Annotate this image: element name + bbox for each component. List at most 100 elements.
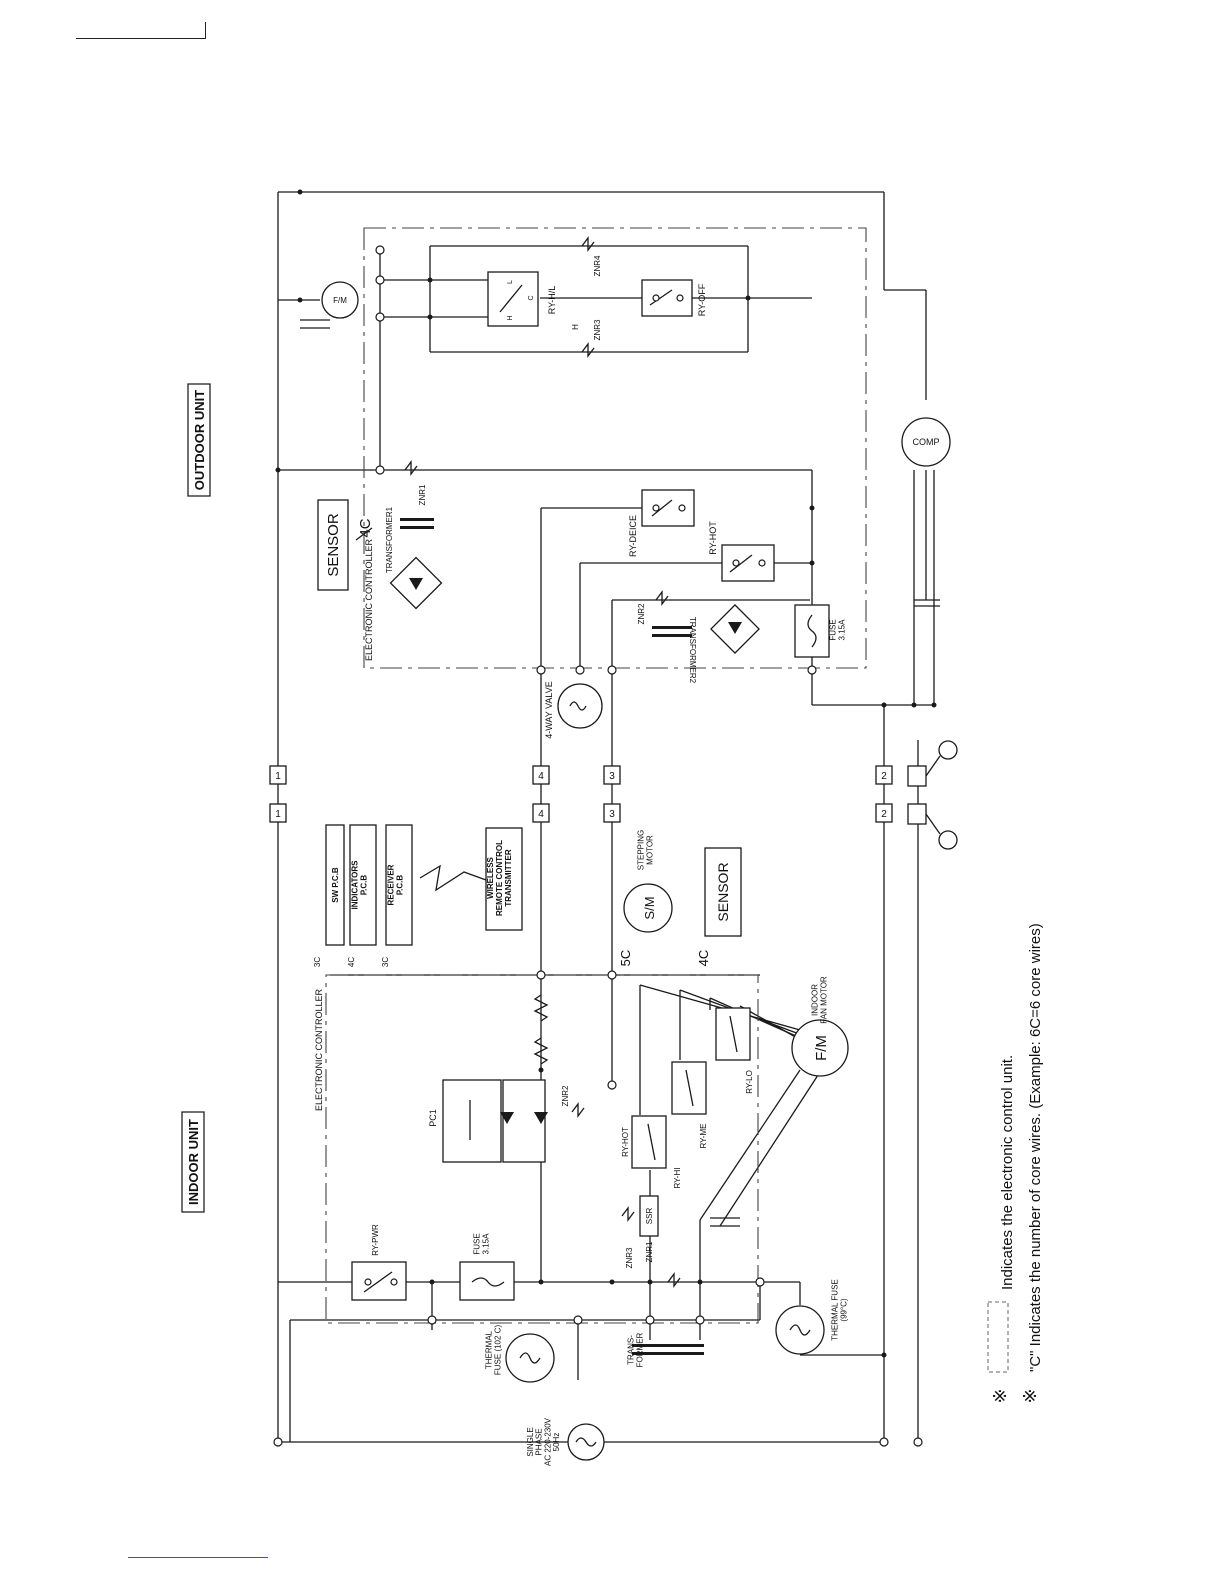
stepping-motor: S/M	[623, 883, 673, 933]
outdoor-unit-title: OUTDOOR UNIT	[187, 383, 211, 497]
svg-text:1: 1	[275, 809, 281, 820]
indoor-sensor: SENSOR	[704, 847, 742, 937]
cores-4c-b: 4C	[696, 950, 711, 967]
ac-power-label: SINGLEPHASEAC 220-230V50Hz	[526, 1417, 561, 1466]
relay-ry-me-label: RY-ME	[699, 1124, 708, 1149]
relay-ry-off-label: RY-OFF	[697, 283, 707, 316]
znr1-outdoor-label: ZNR1	[418, 484, 427, 505]
svg-text:2: 2	[881, 771, 887, 782]
note-1: ※ Indicates the electronic control unit.	[987, 1055, 1016, 1404]
wireless-transmitter: WIRELESSREMOTE CONTROLTRANSMITTER	[419, 827, 523, 931]
znr3-indoor-label: ZNR3	[625, 1247, 634, 1268]
thermal-fuse-102	[505, 1333, 555, 1383]
svg-text:SSR: SSR	[645, 1208, 654, 1225]
terminal-block-2: 2 2	[875, 765, 893, 823]
pc1-optocoupler	[442, 1079, 548, 1163]
relay-ry-pwr	[351, 1261, 407, 1301]
indoor-transformer	[632, 1344, 704, 1355]
znr4-outdoor	[581, 236, 595, 252]
relay-ry-hot-outdoor	[721, 544, 775, 582]
svg-text:4: 4	[538, 809, 544, 820]
terminal-block-3: 3 3	[603, 765, 621, 823]
svg-text:F/M: F/M	[333, 296, 347, 305]
stepping-motor-label: STEPPINGMOTOR	[637, 830, 655, 870]
fuse-indoor	[459, 1261, 515, 1301]
relay-ry-deice-label: RY-DEICE	[628, 515, 638, 557]
znr1-indoor-label: ZNR1	[645, 1241, 654, 1262]
svg-text:COMP: COMP	[913, 437, 940, 447]
ssr: SSR	[621, 1195, 659, 1237]
relay-ry-hot-outdoor-label: RY-HOT	[708, 521, 718, 555]
svg-text:2: 2	[881, 809, 887, 820]
svg-text:OUTDOOR UNIT: OUTDOOR UNIT	[192, 390, 207, 490]
svg-text:RECEIVERP.C.B: RECEIVERP.C.B	[387, 864, 405, 905]
outdoor-fan-motor: F/M	[300, 281, 359, 329]
svg-text:3: 3	[609, 809, 615, 820]
relay-ry-off	[641, 279, 693, 317]
cores-4c-a: 4C	[347, 957, 356, 967]
svg-text:SENSOR: SENSOR	[715, 862, 731, 921]
pc1-label: PC1	[428, 1109, 438, 1127]
indoor-unit-title: INDOOR UNIT	[181, 1111, 205, 1213]
terminal-block-4: 4 4	[532, 765, 550, 823]
relay-ry-hl: H	[487, 271, 580, 330]
control-unit-boundaries	[325, 227, 867, 1324]
outdoor-controller-label: ELECTRONIC CONTROLLER	[364, 538, 374, 661]
relay-ry-hot-indoor	[631, 1115, 667, 1169]
relay-h-label: H	[507, 315, 514, 320]
svg-text:INDICATORSP.C.B: INDICATORSP.C.B	[351, 860, 369, 910]
svg-text:SENSOR: SENSOR	[325, 513, 342, 577]
four-way-valve-label: 4-WAY VALVE	[544, 681, 554, 739]
znr2-outdoor-label: ZNR2	[637, 603, 646, 624]
relay-ry-deice	[641, 489, 695, 527]
relay-l-label: L	[507, 280, 514, 284]
svg-text:WIRELESSREMOTE CONTROLTRANSMIT: WIRELESSREMOTE CONTROLTRANSMITTER	[486, 840, 513, 916]
cores-5c: 5C	[618, 950, 633, 967]
receiver-pcb: RECEIVERP.C.B	[385, 824, 413, 946]
znr1-indoor	[667, 1272, 681, 1288]
svg-text:H: H	[571, 324, 580, 330]
compressor: COMP	[901, 417, 951, 607]
cores-3c-b: 3C	[381, 957, 390, 967]
svg-text:1: 1	[275, 771, 281, 782]
svg-text:Indicates the electronic contr: Indicates the electronic control unit.	[999, 1055, 1016, 1290]
transformer1	[389, 518, 443, 610]
relay-c-label: C	[528, 295, 535, 300]
indoor-fan-motor: F/M	[710, 1019, 849, 1227]
transformer2	[652, 604, 760, 654]
indicators-pcb: INDICATORSP.C.B	[349, 824, 377, 946]
znr3-outdoor-label: ZNR3	[593, 319, 602, 340]
thermal-fuse-99-label: THERMAL FUSE(99°C)	[831, 1279, 849, 1341]
relay-ry-me	[671, 1061, 707, 1115]
ac-power-source	[273, 1423, 923, 1461]
znr2-indoor	[571, 1102, 585, 1118]
outdoor-sensor-box: SENSOR	[317, 499, 349, 591]
relay-ry-lo-label: RY-LO	[745, 1070, 754, 1094]
svg-text:F/M: F/M	[813, 1035, 830, 1061]
transformer2-label: TRANSFORMER2	[688, 617, 697, 684]
relay-ry-hi-label: RY-HI	[673, 1168, 682, 1189]
four-way-valve	[557, 683, 603, 729]
core-slash	[355, 527, 373, 541]
junctions	[275, 189, 937, 1358]
znr1-outdoor	[404, 460, 418, 476]
sw-pcb: SW P.C.B	[325, 824, 345, 946]
znr2-indoor-label: ZNR2	[561, 1085, 570, 1106]
fuse-outdoor-label: FUSE3.15A	[829, 619, 847, 641]
relay-ry-pwr-label: RY-PWR	[371, 1224, 380, 1256]
terminal-block-1: 1 1	[269, 765, 287, 823]
outdoor-sensor-cores: 4C	[357, 518, 374, 537]
page-rule-bottom	[128, 1557, 268, 1558]
znr3-outdoor	[581, 342, 595, 358]
thermal-fuse-99	[775, 1305, 825, 1355]
relay-ry-lo	[715, 1007, 751, 1061]
svg-text:INDOOR UNIT: INDOOR UNIT	[186, 1119, 201, 1205]
indoor-transformer-label: TRANS-FORMER	[627, 1332, 645, 1367]
transformer1-label: TRANSFORMER1	[385, 506, 394, 573]
svg-text:※: ※	[1020, 1388, 1040, 1403]
svg-text:"C" Indicates the number of c: "C" Indicates the number of core wires. …	[1027, 923, 1044, 1372]
fuse-outdoor	[794, 604, 830, 658]
znr4-outdoor-label: ZNR4	[593, 255, 602, 276]
relay-ry-hl-label: RY-H/L	[547, 286, 557, 315]
